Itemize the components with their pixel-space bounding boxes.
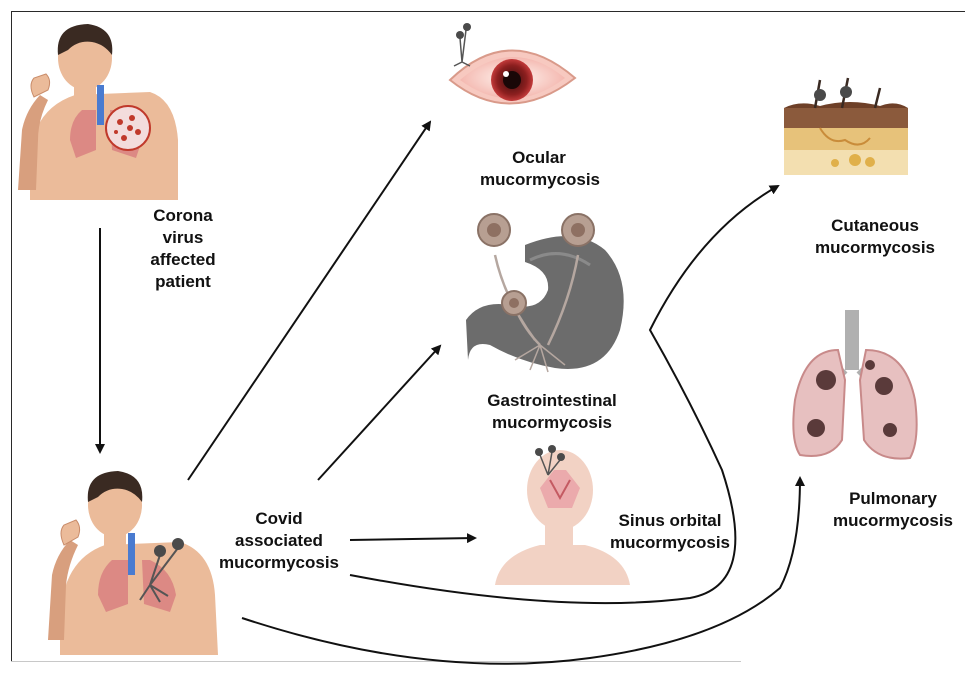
patient-figure bbox=[18, 24, 178, 200]
ocular-label-line1: Ocular bbox=[480, 147, 598, 169]
cam-label: Covid associated mucormycosis bbox=[205, 508, 353, 574]
patient-mucor-figure bbox=[48, 471, 218, 655]
cutaneous-label: Cutaneous mucormycosis bbox=[805, 215, 945, 259]
pulmonary-label-line2: mucormycosis bbox=[823, 510, 963, 532]
patient-label-line2: virus bbox=[135, 227, 231, 249]
cutaneous-label-line2: mucormycosis bbox=[805, 237, 945, 259]
skin-layer-icon bbox=[784, 78, 908, 175]
sinus-label-line2: mucormycosis bbox=[606, 532, 734, 554]
cam-label-line1: Covid bbox=[205, 508, 353, 530]
patient-label-line1: Corona bbox=[135, 205, 231, 227]
gastro-label: Gastrointestinal mucormycosis bbox=[478, 390, 626, 434]
pulmonary-label: Pulmonary mucormycosis bbox=[823, 488, 963, 532]
stomach-icon bbox=[466, 214, 624, 372]
cam-label-line2: associated bbox=[205, 530, 353, 552]
sinus-label-line1: Sinus orbital bbox=[606, 510, 734, 532]
eye-icon bbox=[450, 23, 575, 104]
arrow-to-gastro bbox=[318, 346, 440, 480]
cam-label-line3: mucormycosis bbox=[205, 552, 353, 574]
arrow-to-sinus bbox=[350, 538, 475, 540]
gastro-label-line1: Gastrointestinal bbox=[478, 390, 626, 412]
ocular-label-line2: mucormycosis bbox=[480, 169, 598, 191]
gastro-label-line2: mucormycosis bbox=[478, 412, 626, 434]
lungs-icon bbox=[793, 310, 916, 459]
sinus-label: Sinus orbital mucormycosis bbox=[606, 510, 734, 554]
patient-label: Corona virus affected patient bbox=[135, 205, 231, 293]
arrow-to-ocular bbox=[188, 122, 430, 480]
cutaneous-label-line1: Cutaneous bbox=[805, 215, 945, 237]
ocular-label: Ocular mucormycosis bbox=[480, 147, 598, 191]
pulmonary-label-line1: Pulmonary bbox=[823, 488, 963, 510]
patient-label-line3: affected bbox=[135, 249, 231, 271]
patient-label-line4: patient bbox=[135, 271, 231, 293]
